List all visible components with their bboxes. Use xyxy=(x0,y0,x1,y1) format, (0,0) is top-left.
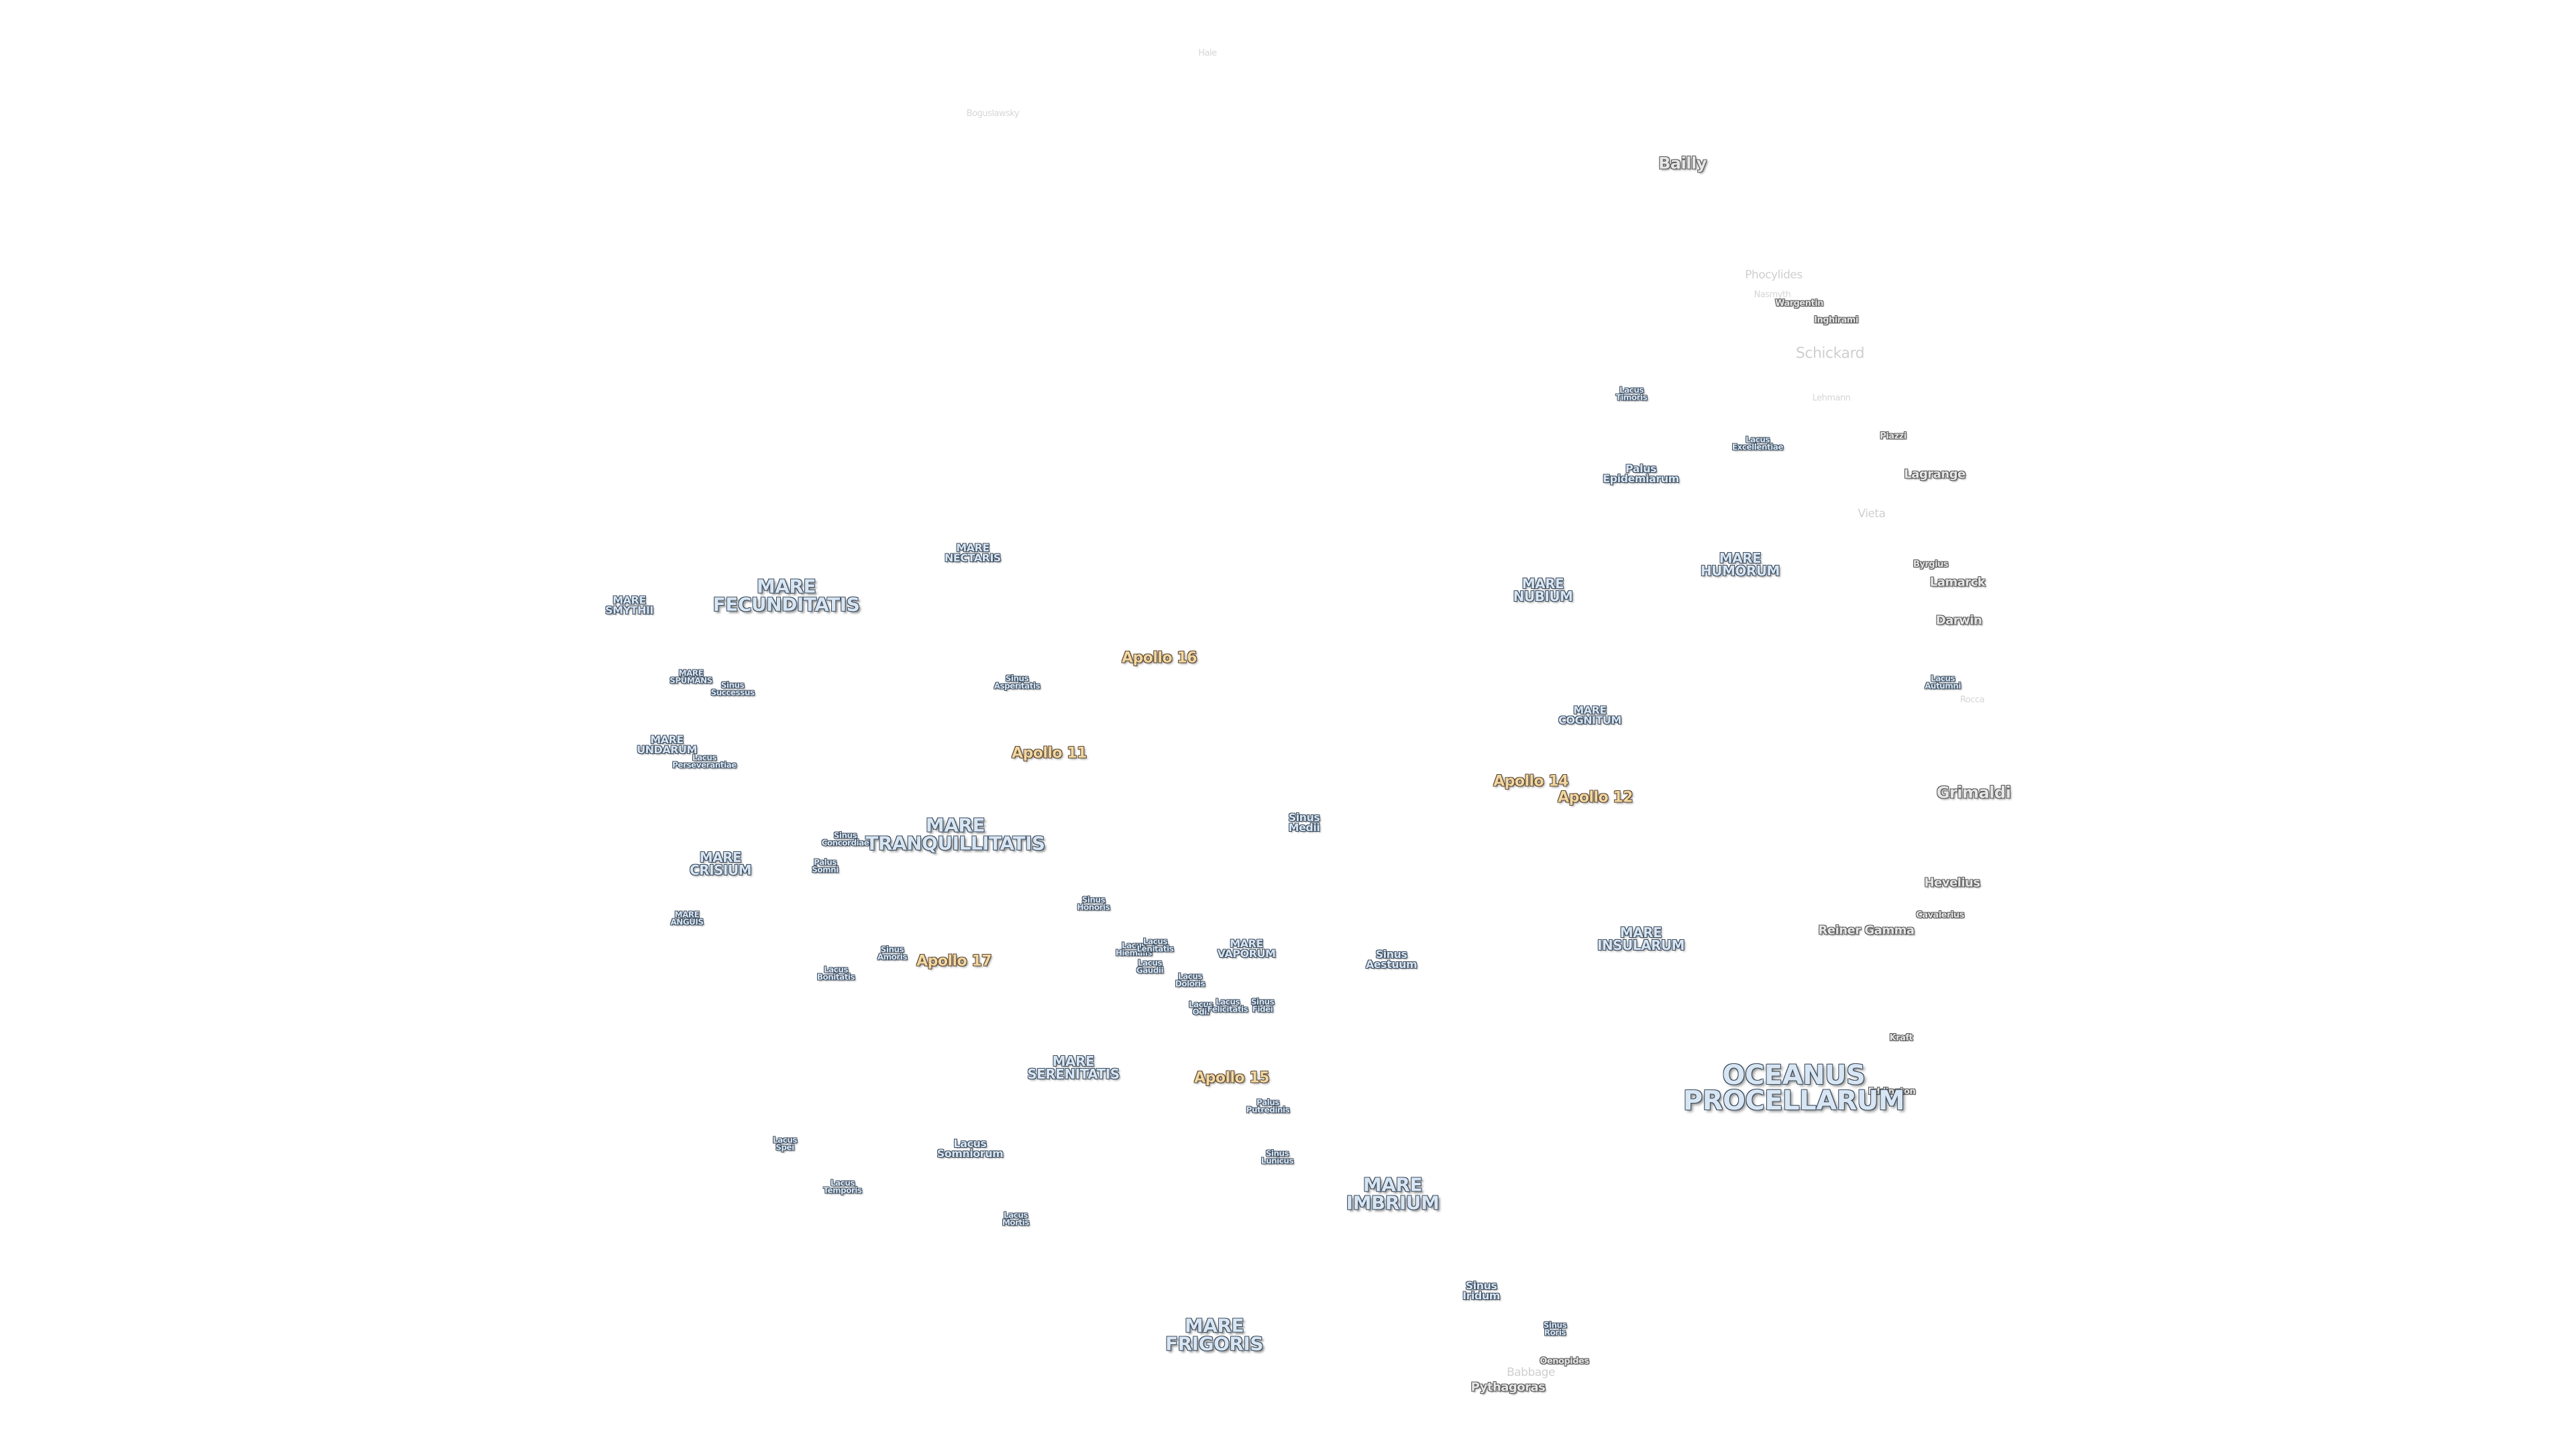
mare-label-nectaris: MARE NECTARIS xyxy=(945,541,1001,564)
lacus-label-autumni: Lacus Autumni xyxy=(1925,674,1961,691)
crater-label-schickard: Schickard xyxy=(1795,345,1865,362)
lacus-label-somniorum: Lacus Somniorum xyxy=(936,1136,1004,1160)
crater-label-lagrange: Lagrange xyxy=(1904,467,1966,482)
crater-label-rocca: Rocca xyxy=(1960,694,1985,705)
lacus-label-spei: Lacus Spei xyxy=(772,1135,798,1152)
mare-label-frigoris: MARE FRIGORIS xyxy=(1165,1314,1264,1354)
crater-label-lehmann: Lehmann xyxy=(1812,392,1851,403)
mare-label-vaporum: MARE VAPORUM xyxy=(1217,936,1276,960)
sinus-label-concordiae: Sinus Concordiae xyxy=(821,830,869,848)
sinus-label-roris: Sinus Roris xyxy=(1543,1320,1567,1338)
lacus-label-lenitatis: Lacus Lenitatis xyxy=(1136,936,1174,954)
palus-label-somni: Palus Somni xyxy=(812,857,839,875)
sinus-label-successus: Sinus Successus xyxy=(710,680,755,698)
palus-label-epidemiarum: Palus Epidemiarum xyxy=(1603,462,1679,485)
lacus-label-felicitatis: Lacus Felicitatis xyxy=(1207,997,1248,1014)
apollo-14-label: Apollo 14 xyxy=(1493,773,1568,790)
lacus-label-mortis: Lacus Mortis xyxy=(1002,1210,1030,1228)
crater-label-byrgius: Byrgius xyxy=(1913,559,1949,570)
lacus-label-gaudii: Lacus Gaudii xyxy=(1136,958,1164,975)
apollo-17-label: Apollo 17 xyxy=(916,953,991,970)
sinus-label-medii: Sinus Medii xyxy=(1288,810,1320,834)
crater-label-hevelius: Hevelius xyxy=(1924,875,1980,890)
crater-label-babbage: Babbage xyxy=(1507,1365,1555,1379)
lacus-label-temporis: Lacus Temporis xyxy=(823,1178,862,1195)
sinus-label-asperitatis: Sinus Asperitatis xyxy=(994,674,1040,691)
lacus-label-doloris: Lacus Doloris xyxy=(1175,971,1205,989)
mare-label-crisium: MARE CRISIUM xyxy=(689,849,752,878)
mare-label-undarum: MARE UNDARUM xyxy=(637,733,697,756)
mare-label-nubium: MARE NUBIUM xyxy=(1513,576,1573,604)
crater-label-nasmyth: Nasmyth xyxy=(1754,289,1791,300)
mare-label-anguis: MARE ANGUIS xyxy=(670,910,704,927)
mare-label-serenitatis: MARE SERENITATIS xyxy=(1027,1053,1120,1082)
crater-label-inghirami: Inghirami xyxy=(1814,315,1858,325)
palus-label-putredinis: Palus Putredinis xyxy=(1246,1097,1290,1115)
apollo-11-label: Apollo 11 xyxy=(1012,745,1087,762)
sinus-label-amoris: Sinus Amoris xyxy=(877,945,908,962)
crater-label-vieta: Vieta xyxy=(1858,506,1886,521)
crater-label-bailly: Bailly xyxy=(1658,154,1707,173)
crater-label-hale: Hale xyxy=(1198,48,1217,58)
crater-label-phocylides: Phocylides xyxy=(1745,268,1803,282)
crater-label-kraft: Kraft xyxy=(1889,1032,1913,1043)
crater-label-wargentin: Wargentin xyxy=(1775,298,1823,309)
lacus-label-perseverantiae: Lacus Perseverantiae xyxy=(672,753,737,770)
mare-label-oceanus-procellarum: OCEANUS PROCELLARUM xyxy=(1682,1060,1905,1116)
mare-label-fecunditatis: MARE FECUNDITATIS xyxy=(712,575,860,615)
crater-label-cavalerius: Cavalerius xyxy=(1916,910,1964,920)
crater-label-lamarck: Lamarck xyxy=(1929,575,1986,590)
lacus-label-odii: Lacus Odii xyxy=(1188,1000,1214,1017)
crater-label-reiner-gamma: Reiner Gamma xyxy=(1818,923,1915,938)
sinus-label-lunicus: Sinus Lunicus xyxy=(1260,1148,1294,1166)
crater-label-darwin: Darwin xyxy=(1935,613,1982,628)
lacus-label-bonitatis: Lacus Bonitatis xyxy=(816,965,855,982)
mare-label-cognitum: MARE COGNITUM xyxy=(1558,703,1621,727)
sinus-label-fidei: Sinus Fidei xyxy=(1250,997,1275,1014)
mare-label-insularum: MARE INSULARUM xyxy=(1597,924,1685,953)
mare-label-smythii: MARE SMYTHII xyxy=(605,593,653,616)
sinus-label-honoris: Sinus Honoris xyxy=(1077,895,1110,912)
lacus-label-timoris: Lacus Timoris xyxy=(1615,385,1648,402)
crater-label-pythagoras: Pythagoras xyxy=(1470,1380,1546,1395)
crater-label-piazzi: Piazzi xyxy=(1880,431,1907,441)
apollo-15-label: Apollo 15 xyxy=(1194,1069,1269,1087)
lacus-label-hiemalis: Lacus Hiemalis xyxy=(1115,941,1152,958)
mare-label-imbrium: MARE IMBRIUM xyxy=(1346,1173,1440,1214)
mare-label-tranquillitatis: MARE TRANQUILLITATIS xyxy=(865,814,1045,854)
crater-label-boguslawsky: Boguslawsky xyxy=(966,108,1020,119)
apollo-16-label: Apollo 16 xyxy=(1122,649,1197,667)
crater-label-grimaldi: Grimaldi xyxy=(1936,783,2011,802)
crater-label-oenopides: Oenopides xyxy=(1540,1356,1589,1366)
lacus-label-excellentiae: Lacus Excellentiae xyxy=(1731,435,1784,452)
mare-label-humorum: MARE HUMORUM xyxy=(1701,550,1780,579)
apollo-12-label: Apollo 12 xyxy=(1558,789,1633,806)
crater-label-eddington: Eddington xyxy=(1868,1086,1916,1097)
sinus-label-iridum: Sinus Iridum xyxy=(1462,1279,1500,1302)
sinus-label-aestuum: Sinus Aestuum xyxy=(1365,947,1417,971)
mare-label-spumans: MARE SPUMANS xyxy=(669,668,712,686)
